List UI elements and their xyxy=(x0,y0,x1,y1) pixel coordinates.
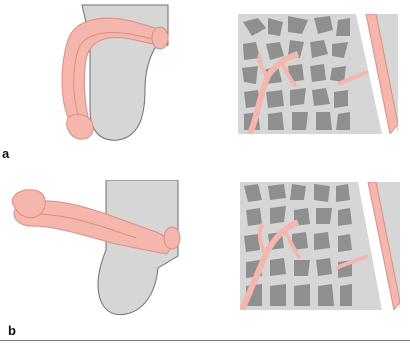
bottom-divider xyxy=(0,340,410,341)
erect-sinusoid-illustration xyxy=(240,182,400,310)
panel-b-tissue-detail xyxy=(240,182,400,310)
panel-a-tissue-detail xyxy=(238,14,398,134)
glans-right xyxy=(164,227,180,249)
flaccid-sinusoid-illustration xyxy=(238,14,398,134)
glans xyxy=(67,115,94,140)
penis-flaccid-illustration xyxy=(50,0,190,145)
panel-a-label: a xyxy=(2,146,9,161)
panel-b-label: b xyxy=(8,323,16,338)
panel-a-anatomy xyxy=(50,0,190,145)
panel-b-anatomy xyxy=(6,180,186,320)
penis-erect-illustration xyxy=(6,180,186,320)
glans-top xyxy=(152,27,168,49)
